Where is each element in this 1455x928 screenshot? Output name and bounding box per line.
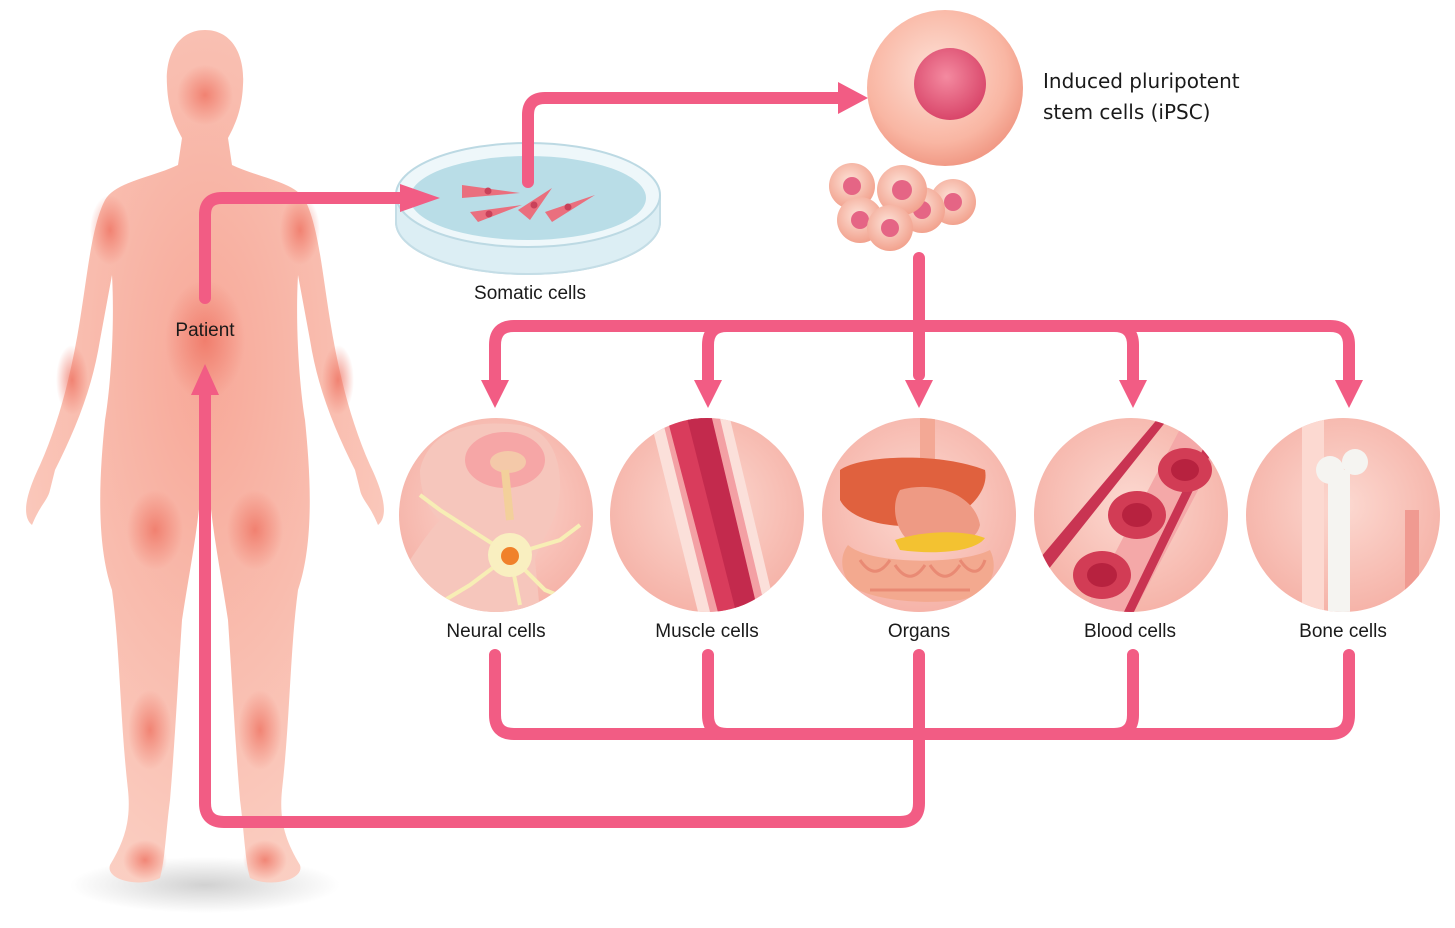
bone-illustration xyxy=(1246,418,1440,612)
somatic-cells-label: Somatic cells xyxy=(474,283,586,304)
organs-label: Organs xyxy=(887,621,951,642)
neural-cells-label: Neural cells xyxy=(446,621,546,642)
blood-cells-label: Blood cells xyxy=(1084,621,1176,642)
ipsc-label: Induced pluripotent stem cells (iPSC) xyxy=(1043,66,1240,128)
ipsc-label-line2: stem cells (iPSC) xyxy=(1043,100,1211,124)
ipsc-cell-illustration xyxy=(829,10,1023,251)
organs-illustration xyxy=(822,418,1016,612)
petri-dish-illustration xyxy=(395,142,661,275)
muscle-cells-label: Muscle cells xyxy=(655,621,759,642)
patient-label: Patient xyxy=(175,320,235,341)
muscle-fiber-illustration xyxy=(610,418,804,612)
connector-arrows xyxy=(199,92,1355,828)
neural-cell-illustration xyxy=(399,418,593,612)
ipsc-label-line1: Induced pluripotent xyxy=(1043,69,1240,93)
arrowheads xyxy=(191,82,1363,408)
bone-cells-label: Bone cells xyxy=(1299,621,1387,642)
blood-vessel-illustration xyxy=(1034,418,1228,612)
